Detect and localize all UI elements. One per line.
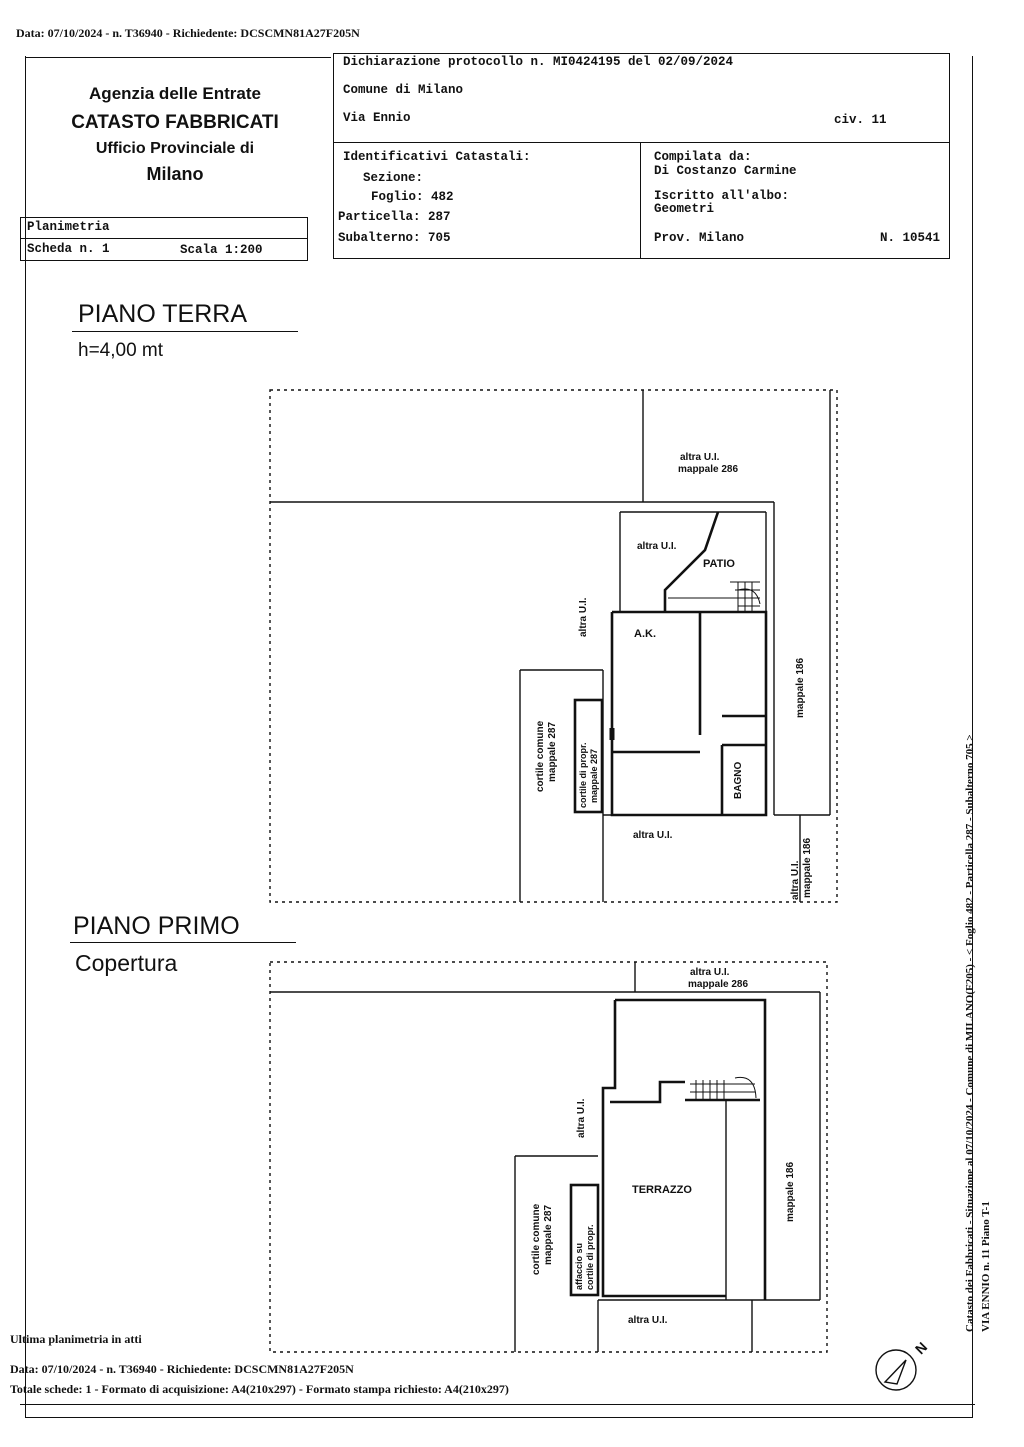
- scala-label: Scala 1:200: [180, 243, 263, 257]
- side-text-catasto: Catasto dei Fabbricati - Situazione al 0…: [964, 734, 976, 1332]
- particella-text: Particella: 287: [338, 210, 451, 224]
- terra-altra-ui-patio: altra U.I.: [637, 541, 677, 552]
- primo-altra-ui-left: altra U.I.: [576, 1098, 587, 1138]
- primo-terrace-walls: [601, 1000, 726, 1298]
- side-text-address: VIA ENNIO n. 11 Piano T-1: [980, 1201, 992, 1332]
- piano-terra-height: h=4,00 mt: [78, 340, 164, 361]
- via-text: Via Ennio: [343, 111, 411, 125]
- catasto-title: CATASTO FABBRICATI: [71, 112, 279, 133]
- terra-mappale-286: mappale 286: [678, 464, 739, 475]
- ufficio-label: Ufficio Provinciale di: [95, 140, 255, 157]
- primo-altra-ui-286: altra U.I.: [690, 967, 730, 978]
- terra-mappale-186b: mappale 186: [802, 837, 813, 898]
- ufficio-city: Milano: [146, 164, 204, 184]
- agency-name: Agenzia delle Entrate: [89, 84, 261, 103]
- piano-primo-title: PIANO PRIMO: [73, 912, 240, 940]
- terra-mappale-287: mappale 287: [547, 721, 558, 782]
- terra-stairs: [668, 581, 761, 612]
- terra-site-boundary: [269, 389, 838, 903]
- primo-affaccio: affaccio su: [574, 1242, 584, 1290]
- primo-stairs: [690, 1076, 757, 1100]
- terra-ak-label: A.K.: [634, 628, 656, 640]
- scheda-label: Scheda n. 1: [27, 242, 110, 256]
- terra-altra-ui-186: altra U.I.: [790, 860, 801, 900]
- piano-primo-underline: [70, 942, 296, 943]
- north-compass: [875, 1349, 917, 1391]
- primo-walls: [615, 998, 767, 1300]
- primo-altra-ui-bottom: altra U.I.: [628, 1315, 668, 1326]
- declaration-box: [333, 53, 950, 259]
- footer-ultima: Ultima planimetria in atti: [10, 1332, 142, 1346]
- terra-patio-wall: [663, 511, 720, 612]
- numero-text: N. 10541: [880, 231, 941, 245]
- north-arrow: [883, 1359, 907, 1385]
- declaration-divider: [333, 142, 950, 143]
- primo-site-boundary: [269, 961, 828, 1353]
- compilata-label: Compilata da:: [654, 150, 752, 164]
- compilata-name: Di Costanzo Carmine: [654, 164, 797, 178]
- protocol-text: Dichiarazione protocollo n. MI0424195 de…: [343, 55, 734, 69]
- piano-primo-subtitle: Copertura: [75, 950, 178, 976]
- terra-apartment-walls: [610, 610, 768, 817]
- primo-cortile-propr: cortile di propr.: [585, 1224, 595, 1290]
- primo-mappale-287: mappale 287: [543, 1204, 554, 1265]
- footer-data: Data: 07/10/2024 - n. T36940 - Richieden…: [10, 1362, 354, 1376]
- piano-terra-title: PIANO TERRA: [78, 300, 248, 328]
- piano-terra-underline: [72, 331, 298, 332]
- declaration-vdivider: [640, 142, 641, 258]
- terra-patio-label: PATIO: [703, 558, 735, 570]
- primo-terrazzo-label: TERRAZZO: [632, 1184, 692, 1196]
- terra-court-box: [573, 698, 604, 814]
- top-header: Data: 07/10/2024 - n. T36940 - Richieden…: [16, 26, 360, 40]
- footer-totale: Totale schede: 1 - Formato di acquisizio…: [10, 1382, 509, 1396]
- albo-text: Geometri: [654, 202, 715, 216]
- terra-cortile-propr: cortile di propr.: [578, 742, 588, 808]
- primo-wall: [610, 1080, 685, 1104]
- subalterno-text: Subalterno: 705: [338, 231, 451, 245]
- foglio-text: Foglio: 482: [371, 190, 454, 204]
- planimetria-box: [20, 217, 308, 261]
- bottom-border: [20, 1404, 975, 1405]
- sheet-border: [25, 56, 973, 1418]
- terra-altra-ui-bottom: altra U.I.: [633, 830, 673, 841]
- prov-text: Prov. Milano: [654, 231, 745, 245]
- primo-mappale-286: mappale 286: [688, 979, 749, 990]
- terra-altra-ui-286: altra U.I.: [680, 452, 720, 463]
- civ-text: civ. 11: [834, 113, 887, 127]
- planimetria-divider: [20, 238, 308, 239]
- terra-cortile-comune: cortile comune: [535, 720, 546, 792]
- planimetria-label: Planimetria: [27, 220, 110, 234]
- terra-bagno-label: BAGNO: [733, 761, 744, 799]
- top-left-border: [25, 57, 331, 58]
- terra-mappale-186: mappale 186: [795, 657, 806, 718]
- terra-altra-ui-left: altra U.I.: [578, 597, 589, 637]
- terra-mappale-287b: mappale 287: [589, 748, 599, 803]
- sezione-text: Sezione:: [363, 171, 424, 185]
- primo-mappale-186: mappale 186: [785, 1161, 796, 1222]
- primo-cortile-comune: cortile comune: [531, 1203, 542, 1275]
- primo-court-box: [569, 1183, 600, 1297]
- identificativi-title: Identificativi Catastali:: [343, 150, 531, 164]
- iscritto-label: Iscritto all'albo:: [654, 189, 790, 203]
- comune-text: Comune di Milano: [343, 83, 464, 97]
